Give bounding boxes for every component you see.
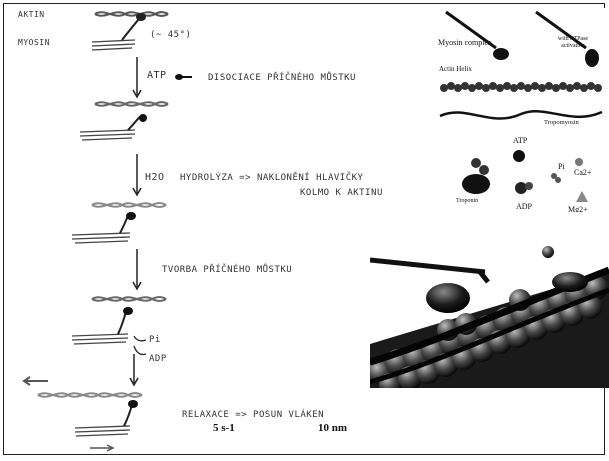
step5-text: RELAXACE => POSUN VLÁKEN [182, 410, 324, 420]
actin-filament-top [95, 12, 168, 16]
legend-actin-helix: Actin Helix [439, 65, 472, 73]
step2-text-line2: KOLMO K AKTINU [300, 188, 383, 198]
rate-value: 5 s-1 [213, 422, 235, 434]
myosin-4 [72, 307, 133, 344]
myosin-3 [72, 212, 136, 243]
step2-text-line1: HYDROLÝZA => NAKLONĚNÍ HLAVIČKY [180, 173, 363, 183]
aktin-label: AKTIN [18, 10, 45, 19]
actin-filament-4 [92, 297, 166, 301]
step4-adp: ADP [149, 354, 167, 364]
angle-note: (~ 45°) [150, 30, 191, 40]
myosin-2 [80, 114, 147, 140]
troponin-shape [462, 174, 490, 194]
legend-panel: Myosin complex with ATPase activation Ac… [436, 8, 606, 218]
distance-value: 10 nm [318, 422, 347, 434]
legend-atp: ATP [513, 136, 527, 145]
arrow-adp-release [134, 346, 146, 355]
myosin-5 [75, 400, 138, 436]
render-3d-drawing [370, 212, 609, 388]
actin-helix-beads [440, 82, 602, 92]
legend-troponin: Troponin [456, 198, 478, 204]
legend-with-atpase: with ATPase activation [548, 36, 598, 50]
atp-ball [513, 150, 525, 162]
legend-adp: ADP [516, 202, 532, 211]
legend-tropomyosin: Tropomyosin [544, 119, 579, 126]
arrow-pi-release [134, 336, 146, 341]
legend-myosin-complex: Myosin complex [438, 38, 492, 47]
step1-reagent: ATP [147, 70, 167, 81]
actin-filament-5 [38, 393, 142, 397]
step3-text: TVORBA PŘÍČNÉHO MŮSTKU [162, 265, 292, 275]
myosin-top [92, 13, 146, 50]
step4-pi: Pi [149, 335, 161, 345]
actin-filament-3 [92, 203, 166, 207]
legend-ca: Ca2+ [574, 168, 591, 177]
actin-filament-2 [95, 102, 168, 106]
step1-text: DISOCIACE PŘÍČNÉHO MŮSTKU [208, 73, 356, 83]
legend-pi: Pi [558, 162, 565, 171]
atp-symbol [175, 74, 183, 80]
render-3d-panel [370, 212, 609, 388]
step2-reagent: H2O [145, 172, 165, 183]
myosin-label: MYOSIN [18, 38, 50, 47]
